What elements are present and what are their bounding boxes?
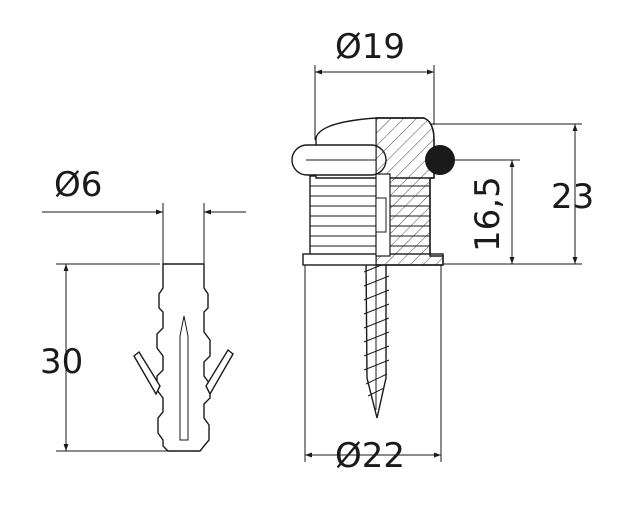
plug-wing-left [133,350,161,396]
plug-wing-right [205,348,234,396]
screw [363,257,390,419]
hole-diameter-label: Ø22 [335,436,405,476]
plug-diameter-label: Ø6 [54,165,102,205]
wall-plug: Ø6 30 [40,165,246,452]
total-height-label: 23 [551,177,594,217]
o-ring [425,145,455,175]
body-thread-lines [310,185,430,247]
plug-slot [179,315,189,441]
plug-length-label: 30 [40,342,83,382]
section-slot [375,197,387,233]
cap-assembly: Ø19 Ø22 16,5 23 [291,27,594,476]
plug-body [156,263,211,452]
cap-body [291,117,455,266]
cap-diameter-label: Ø19 [335,27,405,67]
body-height-label: 16,5 [468,176,508,252]
